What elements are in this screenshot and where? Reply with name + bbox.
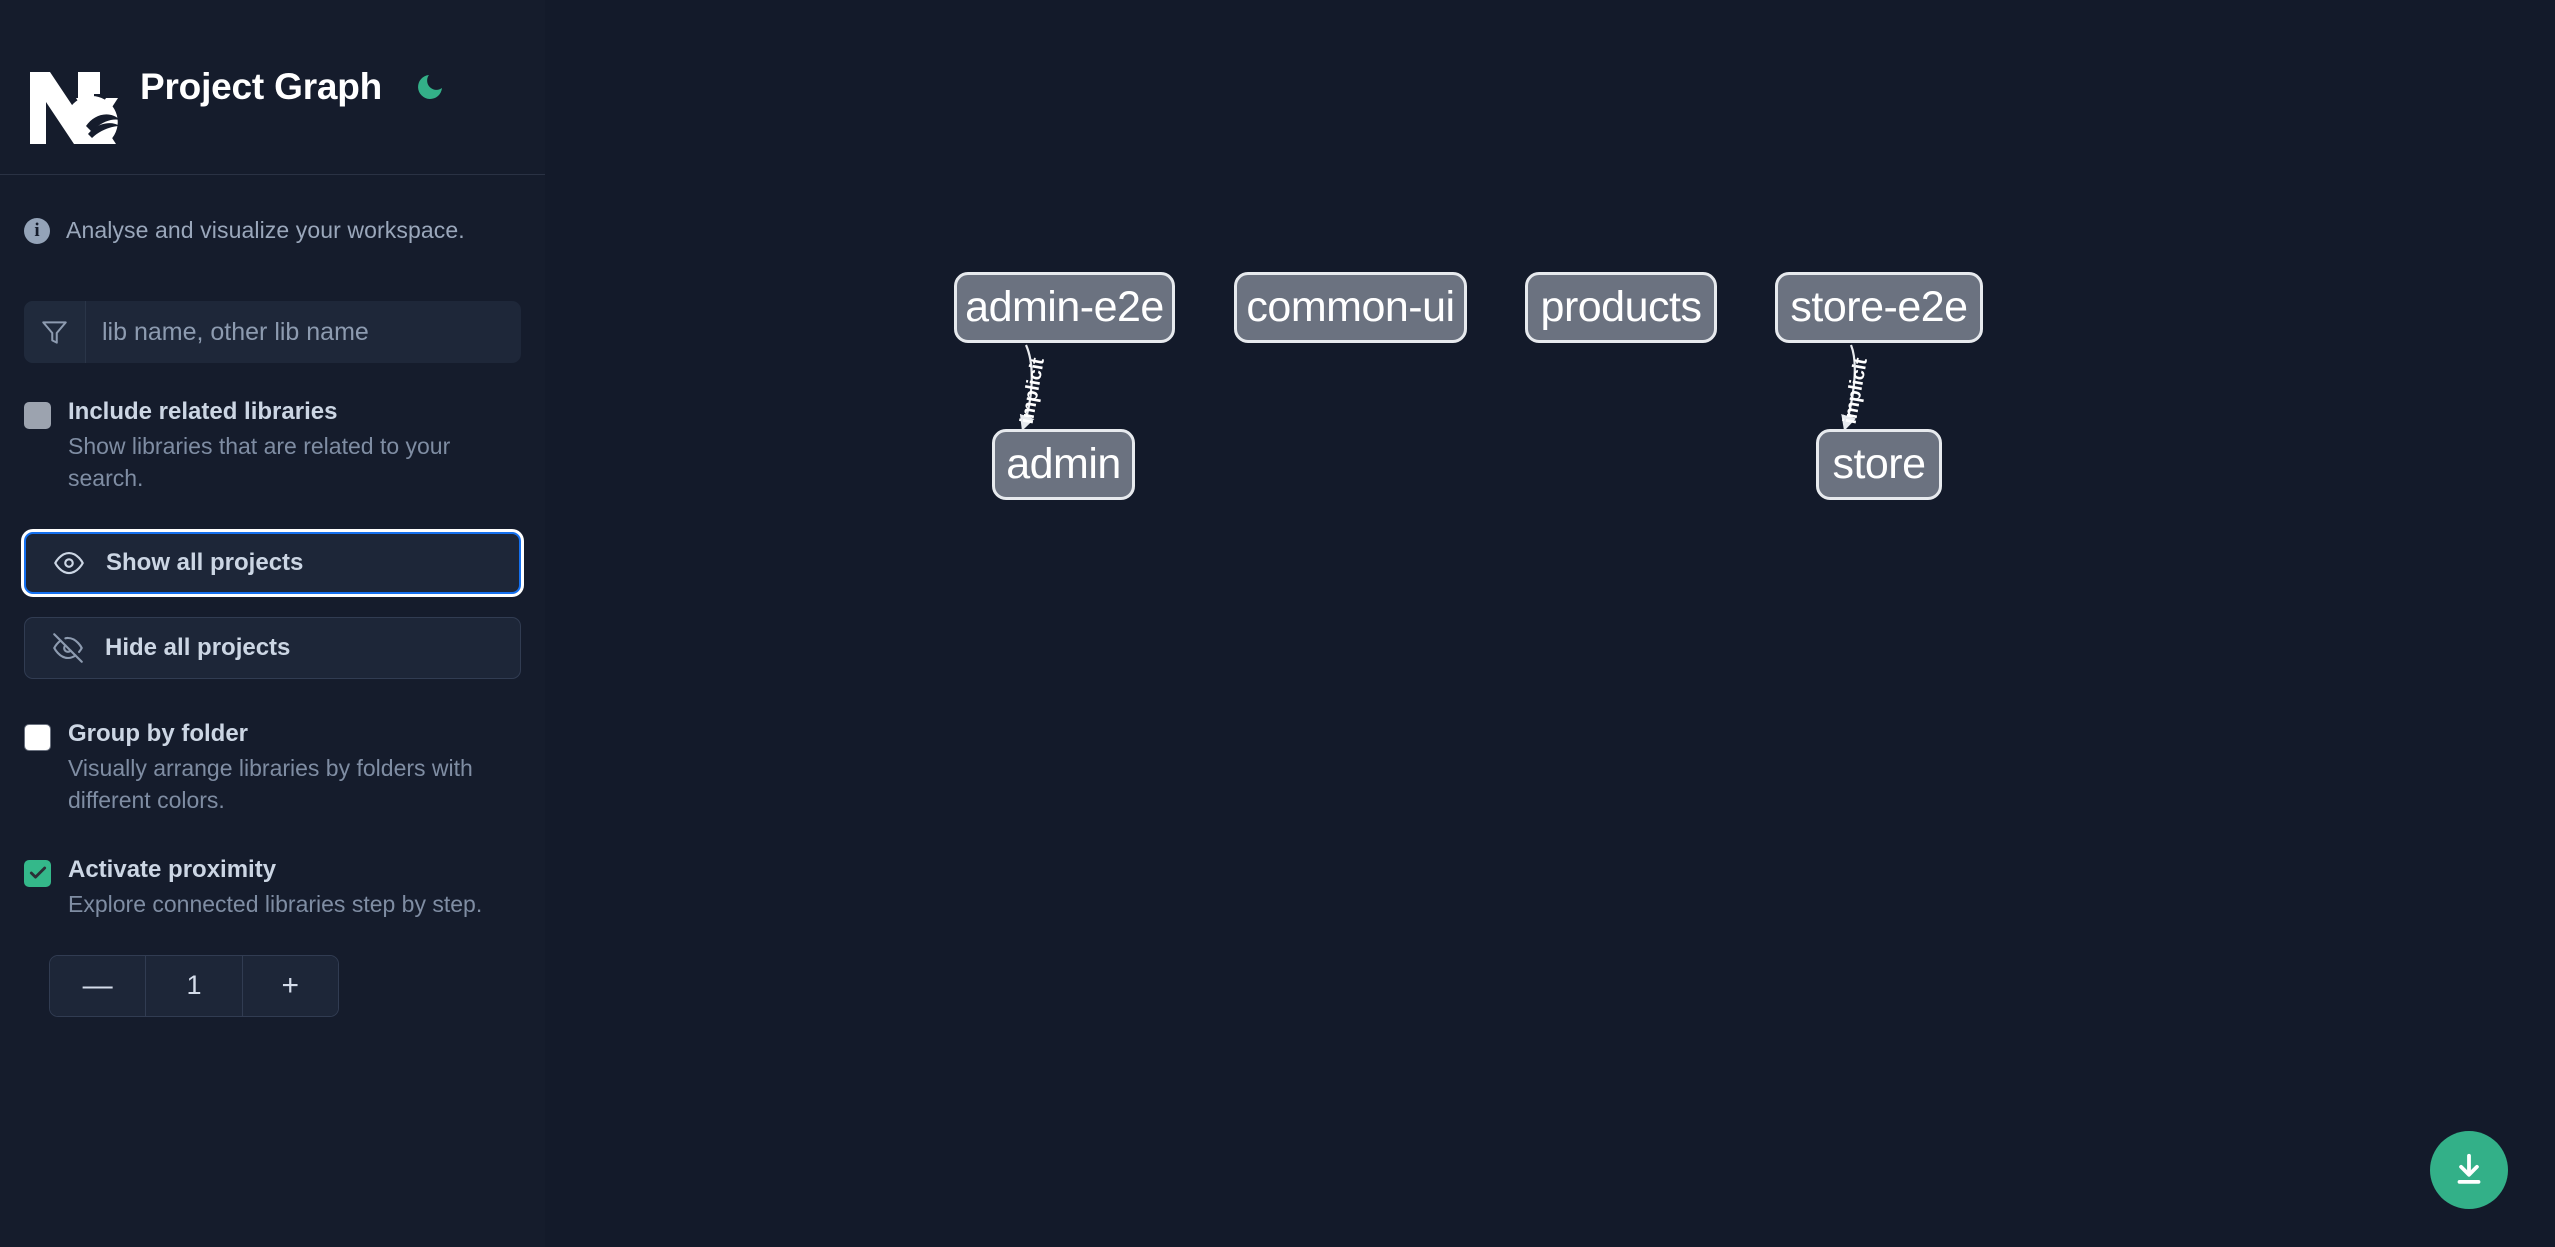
include-related-libraries-checkbox[interactable] <box>24 402 51 429</box>
option-group-by-folder[interactable]: Group by folder Visually arrange librari… <box>24 719 521 816</box>
node-label: admin-e2e <box>965 283 1164 331</box>
activate-proximity-checkbox[interactable] <box>24 859 51 887</box>
graph-canvas[interactable]: implicit implicit admin-e2e common-ui pr… <box>545 0 2555 1247</box>
hide-all-projects-button[interactable]: Hide all projects <box>24 617 521 680</box>
node-label: store <box>1832 440 1926 488</box>
node-label: products <box>1540 283 1702 331</box>
info-banner: i Analyse and visualize your workspace. <box>24 175 521 254</box>
download-icon <box>2457 1153 2481 1184</box>
proximity-depth-stepper[interactable]: — 1 + <box>49 954 339 1017</box>
sidebar-header: Project Graph <box>0 0 545 175</box>
stepper-value: 1 <box>145 955 242 1016</box>
option-description: Explore connected libraries step by step… <box>68 890 483 917</box>
graph-node-store[interactable]: store <box>1816 429 1942 500</box>
node-label: common-ui <box>1246 283 1455 331</box>
graph-edges-layer <box>1019 344 1856 431</box>
group-by-folder-checkbox[interactable] <box>24 724 51 752</box>
sidebar: Project Graph i Analyse and visualize yo… <box>0 0 545 1247</box>
option-include-related-libraries[interactable]: Include related libraries Show libraries… <box>24 397 521 494</box>
graph-node-products[interactable]: products <box>1525 272 1717 343</box>
option-label: Include related libraries <box>68 398 338 425</box>
info-icon: i <box>24 217 50 244</box>
option-label: Group by folder <box>68 720 248 748</box>
show-all-projects-button[interactable]: Show all projects <box>24 532 521 595</box>
option-description: Show libraries that are related to your … <box>68 433 451 491</box>
graph-node-admin-e2e[interactable]: admin-e2e <box>954 272 1175 343</box>
moon-icon[interactable] <box>407 64 453 110</box>
node-label: store-e2e <box>1790 283 1968 331</box>
sidebar-body: i Analyse and visualize your workspace. … <box>0 175 545 1017</box>
page-title: Project Graph <box>140 66 383 107</box>
graph-node-store-e2e[interactable]: store-e2e <box>1775 272 1983 343</box>
edge-label-store-e2e-store: implicit <box>1839 356 1872 426</box>
stepper-increment-button[interactable]: + <box>241 955 338 1016</box>
option-label: Activate proximity <box>68 855 277 883</box>
hide-all-projects-label: Hide all projects <box>105 634 291 662</box>
option-activate-proximity[interactable]: Activate proximity Explore connected lib… <box>24 855 521 921</box>
stepper-decrement-button[interactable]: — <box>50 955 146 1016</box>
filter-funnel-icon <box>24 301 86 363</box>
node-label: admin <box>1006 440 1121 488</box>
search-input[interactable] <box>86 301 521 363</box>
nx-logo-icon <box>24 52 124 144</box>
option-description: Visually arrange libraries by folders wi… <box>68 755 473 814</box>
edge-label-admin-e2e-admin: implicit <box>1016 356 1049 426</box>
filter-search-box[interactable] <box>24 301 521 363</box>
graph-node-admin[interactable]: admin <box>992 429 1135 500</box>
download-button[interactable] <box>2430 1131 2508 1209</box>
graph-node-common-ui[interactable]: common-ui <box>1234 272 1467 343</box>
show-all-projects-label: Show all projects <box>106 549 304 577</box>
info-banner-text: Analyse and visualize your workspace. <box>66 217 465 243</box>
